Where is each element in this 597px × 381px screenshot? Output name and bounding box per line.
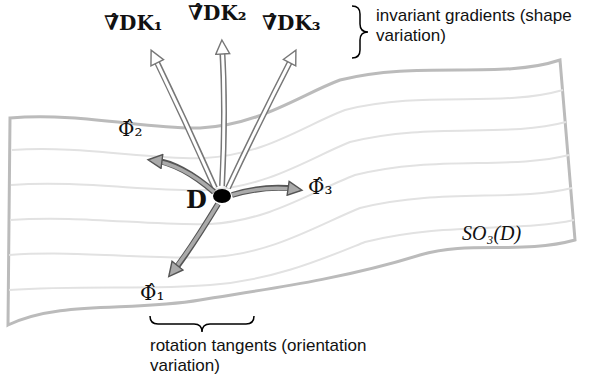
- manifold-label: SO₃(D): [462, 222, 521, 245]
- tangent-label: Φ̂₁: [140, 282, 164, 305]
- annotation-text: rotation tangents (orientation variation…: [150, 336, 380, 375]
- annotation-text: invariant gradients (shape variation): [376, 6, 581, 45]
- tangent-arrows: [150, 160, 300, 275]
- tangent-label: Φ̂₂: [118, 118, 142, 141]
- manifold-surface: [8, 60, 575, 325]
- tangent-label: Φ̂₃: [308, 176, 332, 199]
- point-dot: [213, 189, 231, 203]
- brace: [150, 316, 254, 332]
- gradient-label: ∇̂DK₁: [104, 12, 163, 35]
- gradient-label: ∇̂DK₃: [262, 12, 321, 35]
- brace: [352, 6, 368, 58]
- gradient-label: ∇̂DK₂: [188, 2, 247, 25]
- point-label: D: [186, 186, 207, 214]
- surface-lines: [9, 90, 574, 290]
